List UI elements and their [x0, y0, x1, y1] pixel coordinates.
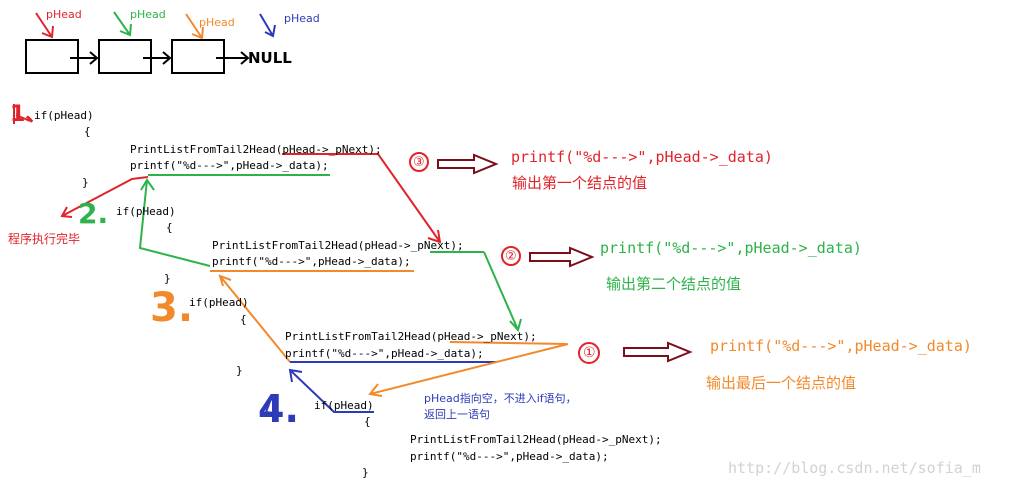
step-4-mark	[264, 395, 281, 420]
circle-3-label: ③	[413, 155, 425, 170]
arrow-call-to-level2	[377, 153, 442, 244]
output-second-desc: 输出第二个结点的值	[606, 275, 742, 293]
level2-print: printf("%d--->",pHead->_data);	[212, 255, 411, 268]
node-link-2	[143, 51, 172, 65]
head-label-3: pHead	[199, 16, 235, 29]
circle-2-outline	[501, 246, 521, 266]
output-first-code: printf("%d--->",pHead->_data)	[511, 148, 773, 166]
output-last-code: printf("%d--->",pHead->_data)	[710, 337, 972, 355]
level3-close-brace: }	[236, 364, 243, 377]
level3-open-brace: {	[240, 313, 247, 326]
circle-1-label: ①	[583, 345, 596, 361]
arrow-return-orange	[218, 274, 291, 363]
head-pointer-orange	[185, 13, 204, 40]
head-label-4: pHead	[284, 12, 320, 25]
level1-call: PrintListFromTail2Head(pHead->_pNext);	[130, 143, 382, 156]
step-number-2: 2.	[78, 197, 109, 230]
circle-1-outline	[578, 342, 600, 364]
level1-if: if(pHead)	[34, 109, 94, 122]
output-arrow-3	[623, 341, 693, 363]
output-arrow-1	[437, 153, 499, 175]
head-label-2: pHead	[130, 8, 166, 21]
output-second-code: printf("%d--->",pHead->_data)	[600, 239, 862, 257]
step-number-3: 3.	[150, 285, 194, 331]
circle-3-outline	[409, 152, 429, 172]
level3-if: if(pHead)	[189, 296, 249, 309]
node-link-3	[216, 51, 250, 65]
node-link-1	[70, 51, 99, 65]
arrow-finish	[60, 176, 149, 218]
null-note-line2: 返回上一语句	[424, 408, 490, 421]
level4-open-brace: {	[364, 415, 371, 428]
arrow-call-to-level3	[483, 251, 522, 333]
list-node-2	[98, 39, 152, 74]
step-1-mark	[13, 104, 31, 124]
level2-if: if(pHead)	[116, 205, 176, 218]
level4-print: printf("%d--->",pHead->_data);	[410, 450, 609, 463]
level1-close-brace: }	[82, 176, 89, 189]
level1-open-brace: {	[84, 125, 91, 138]
level2-close-brace: }	[164, 272, 171, 285]
level2-call: PrintListFromTail2Head(pHead->_pNext);	[212, 239, 464, 252]
output-last-desc: 输出最后一个结点的值	[706, 374, 857, 392]
level3-print: printf("%d--->",pHead->_data);	[285, 347, 484, 360]
level4-call: PrintListFromTail2Head(pHead->_pNext);	[410, 433, 662, 446]
head-pointer-red	[35, 12, 54, 39]
level4-if: if(pHead)	[314, 399, 374, 412]
watermark: http://blog.csdn.net/sofia_m	[728, 459, 981, 477]
list-node-1	[25, 39, 79, 74]
list-node-3	[171, 39, 225, 74]
step-number-4: 4.	[258, 387, 299, 431]
output-first-desc: 输出第一个结点的值	[512, 174, 648, 192]
output-arrow-2	[529, 246, 595, 268]
program-finished-note: 程序执行完毕	[8, 232, 81, 246]
null-label: NULL	[248, 49, 292, 67]
head-label-1: pHead	[46, 8, 82, 21]
level4-close-brace: }	[362, 466, 369, 479]
head-pointer-blue	[259, 13, 276, 38]
level1-print: printf("%d--->",pHead->_data);	[130, 159, 329, 172]
level2-open-brace: {	[166, 221, 173, 234]
level3-call-underline	[449, 341, 567, 345]
arrow-call-to-level4	[368, 343, 569, 397]
level3-call: PrintListFromTail2Head(pHead->_pNext);	[285, 330, 537, 343]
circle-2-label: ②	[505, 249, 517, 264]
step-number-1: 1、	[10, 102, 48, 127]
head-pointer-green	[113, 11, 132, 37]
arrow-return-blue	[288, 368, 374, 413]
null-note-line1: pHead指向空，不进入if语句，	[424, 392, 577, 405]
arrow-return-green	[138, 178, 211, 267]
